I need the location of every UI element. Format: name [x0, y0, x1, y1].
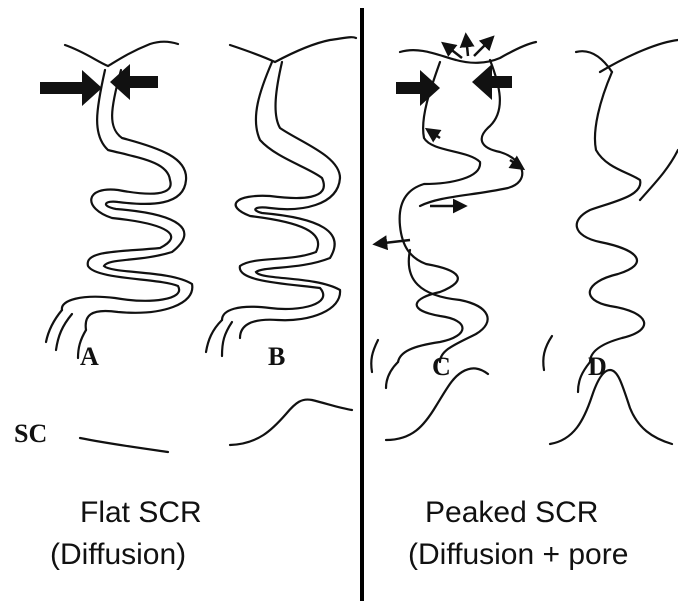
caption-peaked-scr: Peaked SCR: [425, 496, 598, 530]
secretion-arrows-c: [376, 36, 522, 244]
sc-trace-rise-b: [230, 400, 352, 445]
duct-d: [577, 72, 644, 362]
gland-b: [206, 37, 356, 356]
skin-surface-a: [65, 42, 178, 66]
panel-letter-a: A: [80, 342, 99, 371]
panel-letter-b: B: [268, 342, 285, 371]
gland-c: [371, 42, 536, 388]
arrow-right-icon: [40, 70, 102, 106]
arrow-right-icon: [396, 70, 440, 106]
duct-c: [398, 62, 480, 362]
caption-flat-scr: Flat SCR: [80, 496, 202, 530]
sc-trace-peak-d: [550, 370, 672, 444]
panel-letter-c: C: [432, 352, 451, 381]
arrow-left-icon: [110, 64, 158, 100]
gland-d: [543, 40, 678, 392]
panel-letter-d: D: [588, 352, 607, 381]
skin-surface-b: [230, 37, 356, 62]
sc-trace-label: SC: [14, 419, 47, 448]
caption-diffusion: (Diffusion): [50, 538, 186, 572]
sc-trace-flat-a: [80, 438, 168, 452]
arrow-left-icon: [472, 64, 512, 100]
caption-diffusion-pore: (Diffusion + pore: [408, 538, 628, 572]
